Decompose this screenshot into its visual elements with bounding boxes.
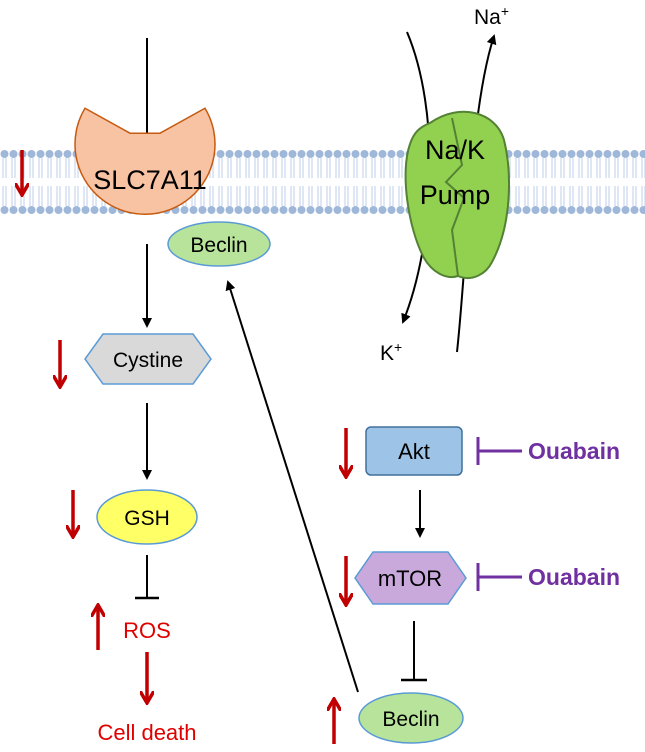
ros-label: ROS	[123, 618, 171, 643]
mtor-label: mTOR	[378, 566, 442, 591]
cell-death-label: Cell death	[97, 720, 196, 745]
beclin-membrane-node	[167, 221, 271, 267]
cystine-node	[84, 333, 212, 385]
mtor-node	[354, 551, 467, 605]
na-k-pump-channel	[444, 117, 466, 277]
slc7a11-transporter	[74, 107, 216, 215]
na-ion-label: Na+	[474, 3, 509, 29]
slc7a11-label: SLC7A11	[93, 165, 207, 195]
gsh-node	[96, 489, 198, 545]
beclin-membrane-label: Beclin	[190, 234, 247, 257]
ouabain-mtor-label: Ouabain	[528, 564, 620, 590]
pump-label-line2: Pump	[420, 180, 491, 210]
gsh-label: GSH	[124, 507, 170, 530]
akt-node	[365, 426, 463, 476]
ouabain-akt-label: Ouabain	[528, 438, 620, 464]
pump-label-line1: Na/K	[425, 135, 485, 165]
cystine-label: Cystine	[113, 349, 183, 372]
na-k-pump	[404, 110, 510, 280]
k-ion-label: K+	[380, 339, 402, 365]
beclin-translocation-arrow	[225, 280, 359, 693]
beclin-bottom-label: Beclin	[382, 708, 439, 731]
beclin-bottom-node	[358, 692, 464, 744]
akt-label: Akt	[398, 439, 430, 464]
